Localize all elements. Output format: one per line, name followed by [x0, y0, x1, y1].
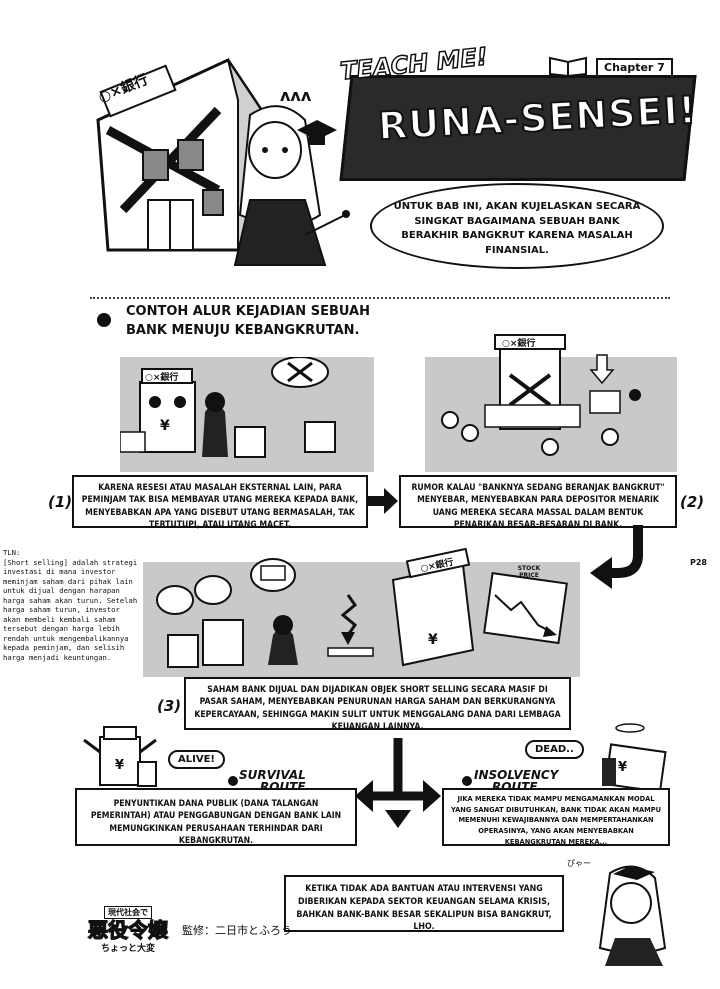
split-arrow-icon — [355, 738, 441, 828]
step3-text: SAHAM BANK DIJUAL DAN DIJADIKAN OBJEK SH… — [184, 677, 571, 732]
insolvency-yen-icon: ¥ — [618, 760, 628, 775]
translator-note: TLN: [Short selling] adalah strategi inv… — [3, 548, 138, 662]
section-divider — [90, 297, 670, 299]
step3-yen-icon: ¥ — [428, 632, 438, 648]
step2-bank-label: ○×銀行 — [502, 339, 536, 349]
step1-yen-icon: ¥ — [160, 418, 170, 434]
alive-bubble: ALIVE! — [168, 750, 225, 769]
insolvency-text: JIKA MEREKA TIDAK MAMPU MENGAMANKAN MODA… — [442, 788, 670, 846]
shock-lines-icon: ʌʌʌ — [280, 86, 312, 105]
survival-route-line1: SURVIVAL — [239, 768, 306, 782]
insolvency-bank-character — [602, 723, 667, 793]
logo-line3: ちょっと大変 — [100, 944, 155, 954]
step1-number: (1) — [48, 493, 73, 511]
survival-text: PENYUNTIKAN DANA PUBLIK (DANA TALANGAN P… — [75, 788, 357, 846]
section-bullet — [97, 313, 111, 327]
supervision-credit: 監修：二日市とふろう — [182, 924, 292, 937]
intro-text: UNTUK BAB INI, AKAN KUJELASKAN SECARA SI… — [393, 201, 641, 256]
step2-number: (2) — [680, 493, 705, 511]
book-icon — [549, 56, 587, 76]
survival-bank-character — [83, 726, 157, 787]
logo-main: 悪役令嬢 — [87, 918, 168, 942]
graduation-cap-icon — [297, 120, 337, 145]
step1-bank-label: ○×銀行 — [145, 373, 179, 383]
dead-bubble: DEAD.. — [525, 740, 584, 759]
step2-illustration — [441, 334, 641, 456]
closing-sfx: ぴゃー — [567, 859, 591, 868]
step1-illustration — [120, 357, 336, 458]
intro-speech-bubble — [370, 183, 664, 269]
stock-price-label: STOCK PRICE — [517, 565, 541, 579]
step1-text: KARENA RESESI ATAU MASALAH EKSTERNAL LAI… — [72, 475, 368, 530]
survival-bullet — [228, 776, 238, 786]
series-logo: 現代社会で 悪役令嬢 ちょっと大変 — [78, 900, 178, 962]
insolvency-route-line1: INSOLVENCY — [474, 768, 559, 782]
section-title-line2: BANK MENUJU KEBANGKRUTAN. — [126, 323, 360, 338]
section-title-line1: CONTOH ALUR KEJADIAN SEBUAH — [126, 304, 370, 319]
arrow-right-icon — [368, 488, 398, 514]
page-number: P28 — [690, 558, 707, 567]
runa-sensei-character — [233, 105, 350, 266]
closing-text: KETIKA TIDAK ADA BANTUAN ATAU INTERVENSI… — [284, 875, 564, 932]
chibi-runa-character — [598, 865, 667, 966]
insolvency-bullet — [462, 776, 472, 786]
bank-building-illustration — [96, 58, 270, 252]
step3-illustration — [156, 547, 568, 668]
logo-line1: 現代社会で — [104, 906, 152, 919]
step3-number: (3) — [157, 697, 182, 715]
chapter-label: Chapter 7 — [596, 58, 673, 77]
arrow-curve-down-icon — [590, 525, 643, 589]
step2-text: RUMOR KALAU "BANKNYA SEDANG BERANJAK BAN… — [399, 475, 677, 530]
survival-yen-icon: ¥ — [115, 758, 125, 773]
